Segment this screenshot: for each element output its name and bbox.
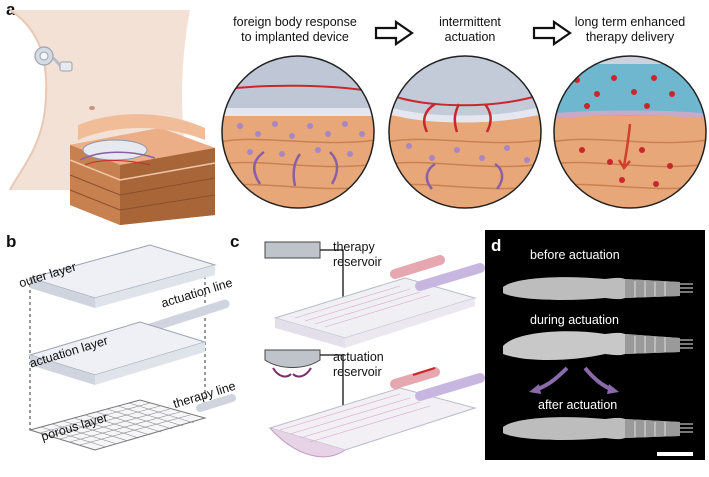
flow-arrow-icon — [374, 19, 414, 47]
device-photo-sequence — [503, 277, 693, 456]
label-line: actuation — [333, 350, 384, 364]
label-after-actuation: after actuation — [538, 398, 618, 412]
caption-long-term-therapy: long term enhanced therapy delivery — [555, 15, 705, 45]
reservoir-diagram — [264, 241, 485, 458]
label-during-actuation: during actuation — [530, 313, 619, 327]
tissue-circle-1 — [221, 55, 375, 209]
tissue-circle-2 — [388, 55, 542, 209]
caption-foreign-body-response: foreign body response to implanted devic… — [215, 15, 375, 45]
caption-line: actuation — [444, 30, 496, 44]
caption-intermittent-actuation: intermittent actuation — [400, 15, 540, 45]
label-line: reservoir — [333, 365, 382, 379]
caption-line: foreign body response — [233, 15, 357, 29]
flow-arrow-icon — [532, 19, 572, 47]
label-line: therapy — [333, 240, 375, 254]
caption-line: to implanted device — [241, 30, 349, 44]
panel-label-d-text: d — [491, 236, 502, 255]
tissue-circle-3 — [553, 55, 707, 209]
caption-line: therapy delivery — [585, 30, 675, 44]
panel-label-c: c — [230, 232, 240, 251]
caption-line: intermittent — [439, 15, 501, 29]
caption-line: long term enhanced — [574, 15, 686, 29]
panel-label-b: b — [6, 232, 17, 251]
label-actuation-reservoir: actuation reservoir — [333, 350, 384, 380]
layer-stack-diagram — [28, 244, 236, 451]
label-before-actuation: before actuation — [530, 248, 620, 262]
abdomen-illustration — [9, 9, 216, 225]
label-therapy-reservoir: therapy reservoir — [333, 240, 382, 270]
label-line: reservoir — [333, 255, 382, 269]
